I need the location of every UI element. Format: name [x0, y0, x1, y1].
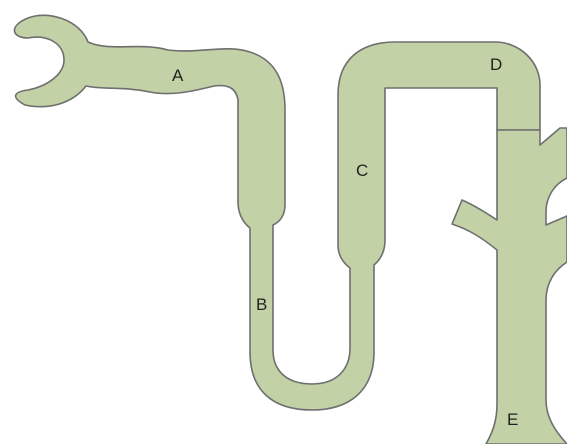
- label-c: C: [356, 161, 368, 180]
- label-b: B: [256, 295, 267, 314]
- nephron-tubule: [13, 14, 541, 411]
- label-e: E: [507, 410, 518, 429]
- collecting-duct: [451, 127, 567, 444]
- label-a: A: [172, 66, 184, 85]
- label-d: D: [490, 55, 502, 74]
